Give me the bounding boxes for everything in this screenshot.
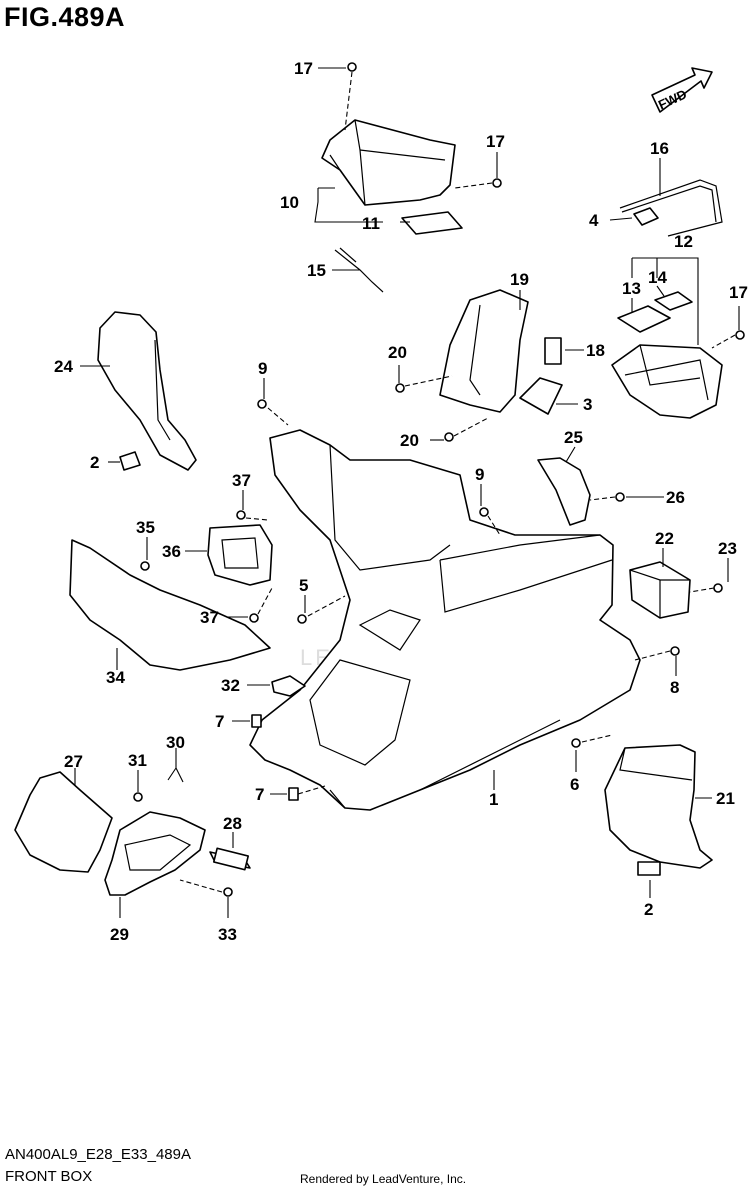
part-18-block (544, 337, 562, 365)
part-10-upper-cover (321, 119, 456, 206)
callout-30: 30 (166, 733, 185, 752)
callout-2a: 2 (90, 453, 99, 472)
part-34-left-panel (69, 539, 271, 671)
callout-8: 8 (670, 678, 679, 697)
callout-15: 15 (307, 261, 326, 280)
callout-4: 4 (589, 211, 599, 230)
callout-3: 3 (583, 395, 592, 414)
callout-17b: 17 (486, 132, 505, 151)
part-28-cylinder (209, 847, 251, 871)
callout-36: 36 (162, 542, 181, 561)
callout-20b: 20 (400, 431, 419, 450)
figure-title: FIG.489A (4, 2, 126, 32)
callout-25: 25 (564, 428, 583, 447)
callout-24: 24 (54, 357, 73, 376)
callout-34: 34 (106, 668, 125, 687)
callout-18: 18 (586, 341, 605, 360)
callout-7b: 7 (255, 785, 264, 804)
callout-17c: 17 (729, 283, 748, 302)
callout-23: 23 (718, 539, 737, 558)
screw-icons (133, 62, 745, 897)
callout-28: 28 (223, 814, 242, 833)
callout-1: 1 (489, 790, 498, 809)
part-21-right-cover (604, 744, 713, 869)
callout-27: 27 (64, 752, 83, 771)
callout-14: 14 (648, 268, 667, 287)
part-14-pad (654, 291, 693, 311)
callout-16: 16 (650, 139, 669, 158)
callout-22: 22 (655, 529, 674, 548)
part-29-bracket (104, 811, 206, 896)
callout-26: 26 (666, 488, 685, 507)
callout-6: 6 (570, 775, 579, 794)
callout-2b: 2 (644, 900, 653, 919)
part-22-box (629, 561, 691, 619)
callout-33: 33 (218, 925, 237, 944)
callout-7a: 7 (215, 712, 224, 731)
callout-9b: 9 (475, 465, 484, 484)
part-19-bracket (439, 289, 529, 413)
fwd-arrow-icon: FWD (651, 67, 713, 113)
part-4-block (633, 207, 659, 226)
callout-13: 13 (622, 279, 641, 298)
part-2-left-pad (119, 451, 141, 471)
callout-20a: 20 (388, 343, 407, 362)
callout-19: 19 (510, 270, 529, 289)
part-13-pad (617, 305, 671, 333)
callout-12: 12 (674, 232, 693, 251)
callout-37b: 37 (200, 608, 219, 627)
part-24-left-cover (97, 311, 197, 471)
leader-lines (74, 67, 740, 918)
part-32-clip (271, 675, 306, 697)
part-27-panel (14, 771, 113, 873)
callout-5: 5 (299, 576, 308, 595)
callout-21: 21 (716, 789, 735, 808)
callout-37a: 37 (232, 471, 251, 490)
part-12-tray (611, 344, 723, 419)
part-16-wire (619, 179, 723, 237)
part-11-pad (401, 211, 463, 235)
callout-17a: 17 (294, 59, 313, 78)
callout-11: 11 (362, 214, 380, 233)
part-1-front-box (249, 429, 641, 811)
part-36-vent (207, 524, 273, 586)
callout-35: 35 (136, 518, 155, 537)
figure-name: FRONT BOX (5, 1168, 93, 1185)
callout-31: 31 (128, 751, 147, 770)
part-2-right-pad (637, 861, 661, 876)
callout-9a: 9 (258, 359, 267, 378)
part-3-pad (519, 377, 563, 415)
callout-labels: 17 17 10 11 15 16 4 12 13 14 17 19 20 18… (54, 59, 748, 944)
figure-code: AN400AL9_E28_E33_489A (5, 1146, 191, 1163)
callout-29: 29 (110, 925, 129, 944)
callout-10: 10 (280, 193, 299, 212)
credit-text: Rendered by LeadVenture, Inc. (300, 1172, 467, 1186)
part-25-bracket (537, 457, 591, 526)
callout-32: 32 (221, 676, 240, 695)
